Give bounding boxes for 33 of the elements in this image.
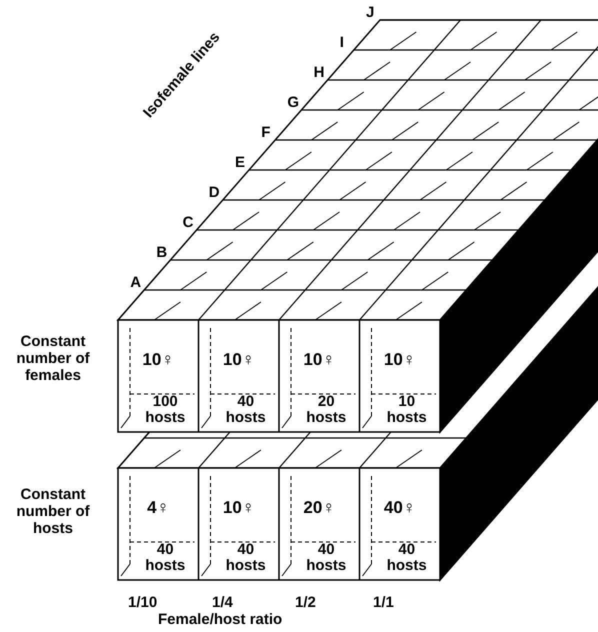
- row-letter: F: [261, 124, 270, 141]
- ratio-label: 1/2: [295, 594, 316, 611]
- row-letter: H: [314, 64, 324, 81]
- row-label: Constant number of hosts: [15, 486, 91, 537]
- row-letter: J: [366, 4, 374, 21]
- row-letter: B: [156, 244, 168, 261]
- female-count: 20♀: [302, 498, 336, 518]
- row-letter: D: [208, 184, 220, 201]
- ratio-label: 1/1: [373, 594, 394, 611]
- ratio-label: 1/10: [128, 594, 158, 611]
- row-letter: A: [130, 274, 142, 291]
- axis-title: Female/host ratio: [158, 611, 282, 628]
- female-count: 10♀: [382, 350, 417, 370]
- host-count: 10 hosts: [386, 394, 428, 426]
- female-count: 10♀: [141, 350, 176, 370]
- row-letter: I: [340, 34, 344, 51]
- female-count: 10♀: [302, 350, 336, 370]
- host-count: 100 hosts: [144, 394, 186, 426]
- row-label: Constant number of females: [15, 333, 91, 384]
- host-count: 40 hosts: [224, 394, 267, 426]
- female-count: 10♀: [222, 498, 256, 518]
- row-letter: G: [287, 94, 300, 111]
- row-letter: C: [182, 214, 194, 231]
- host-count: 40 hosts: [386, 542, 428, 574]
- host-count: 20 hosts: [305, 394, 348, 426]
- row-letter: E: [235, 154, 246, 171]
- ratio-label: 1/4: [212, 594, 233, 611]
- host-count: 40 hosts: [144, 542, 186, 574]
- host-count: 40 hosts: [224, 542, 267, 574]
- female-count: 40♀: [382, 498, 417, 518]
- female-count: 4♀: [146, 498, 170, 518]
- host-count: 40 hosts: [305, 542, 348, 574]
- female-count: 10♀: [222, 350, 256, 370]
